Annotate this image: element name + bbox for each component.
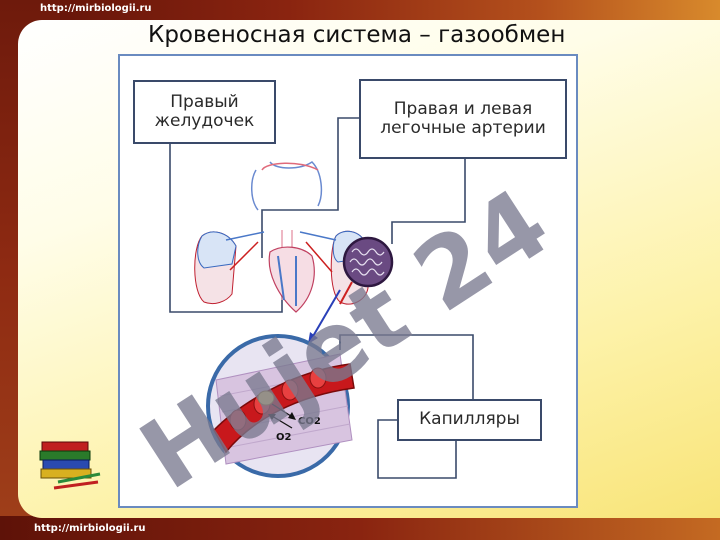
label-right-ventricle: Правый желудочек xyxy=(133,80,276,144)
frame-bottom xyxy=(0,516,720,540)
heart xyxy=(268,246,315,313)
label-capillaries: Капилляры xyxy=(397,399,542,441)
arteries-connector-left xyxy=(261,117,359,258)
capillaries-connector xyxy=(377,419,457,479)
o2-label: O2 xyxy=(276,432,292,443)
o2-arrow xyxy=(271,415,293,429)
co2-label: CO2 xyxy=(298,416,321,427)
zoom-arrow-head xyxy=(308,332,318,344)
books-icon xyxy=(39,441,101,490)
zoom-arrow-line xyxy=(311,289,341,339)
capillaries-connector-top xyxy=(339,334,474,399)
footer-site-url[interactable]: http://mirbiologii.ru xyxy=(34,523,146,534)
alveoli-zoom xyxy=(339,236,394,305)
watermark-text: Hujet 24 xyxy=(122,167,568,511)
capillary-zoom: CO2 O2 xyxy=(206,334,355,478)
header-site-url[interactable]: http://mirbiologii.ru xyxy=(40,3,152,14)
slide-title: Кровеносная система – газообмен xyxy=(148,22,566,48)
arteries-connector-right xyxy=(391,159,466,244)
label-pulmonary-arteries: Правая и левая легочные артерии xyxy=(359,79,567,159)
left-lung xyxy=(194,231,237,305)
